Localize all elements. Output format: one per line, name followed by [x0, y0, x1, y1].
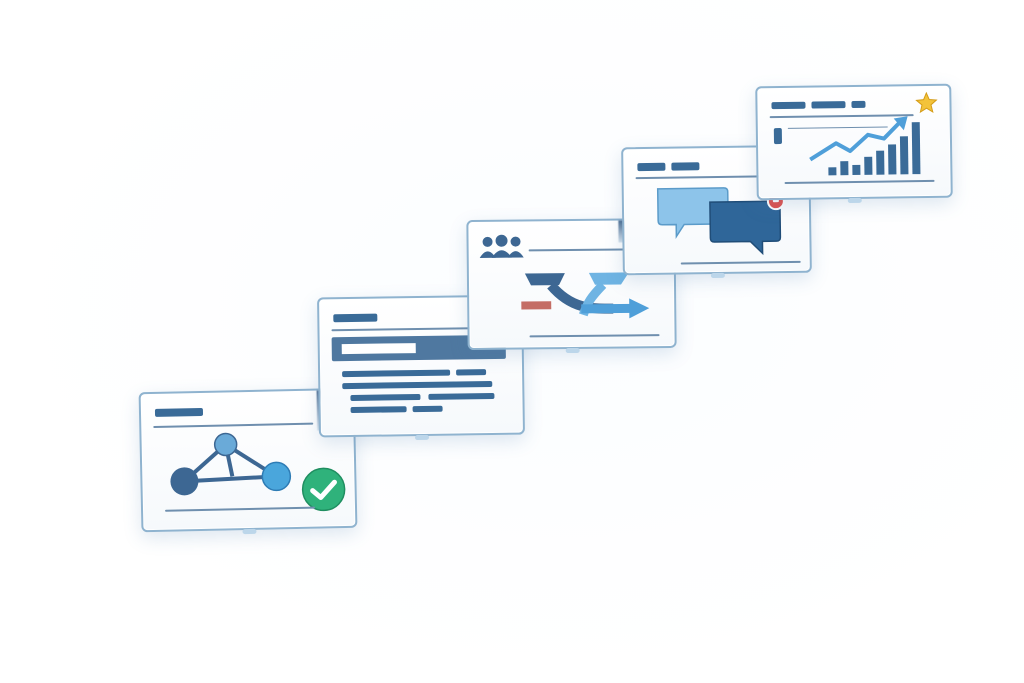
card-footer-line	[165, 506, 316, 512]
card-title-bar	[671, 162, 700, 171]
growth-chart-icon	[809, 116, 921, 176]
card-divider	[153, 422, 314, 428]
card-workflow	[466, 217, 677, 351]
card-title-bar	[811, 101, 846, 109]
text-line	[456, 369, 487, 376]
chart-stub-bar	[773, 128, 783, 145]
text-line	[428, 392, 495, 400]
text-line	[412, 405, 443, 413]
card-title-bar	[851, 100, 866, 109]
card-title-bar	[333, 313, 378, 323]
card-network	[138, 387, 358, 533]
text-line	[342, 381, 493, 390]
team-people-icon	[479, 234, 524, 258]
checkmark-badge-icon	[301, 467, 346, 512]
card-chat	[621, 144, 812, 276]
merge-flow-arrows-icon	[521, 272, 650, 319]
card-footer-line	[529, 334, 660, 338]
card-footer-line	[680, 260, 801, 265]
text-line	[342, 369, 451, 378]
text-line	[350, 394, 421, 401]
chat-bubbles-icon	[656, 187, 782, 256]
network-graph-icon	[170, 432, 292, 496]
card-title-bar	[154, 407, 204, 417]
text-line	[350, 406, 407, 413]
card-analytics	[755, 83, 953, 201]
star-icon	[915, 91, 938, 114]
card-title-bar	[771, 101, 806, 110]
card-title-bar	[637, 162, 666, 172]
card-footer-line	[784, 179, 935, 184]
